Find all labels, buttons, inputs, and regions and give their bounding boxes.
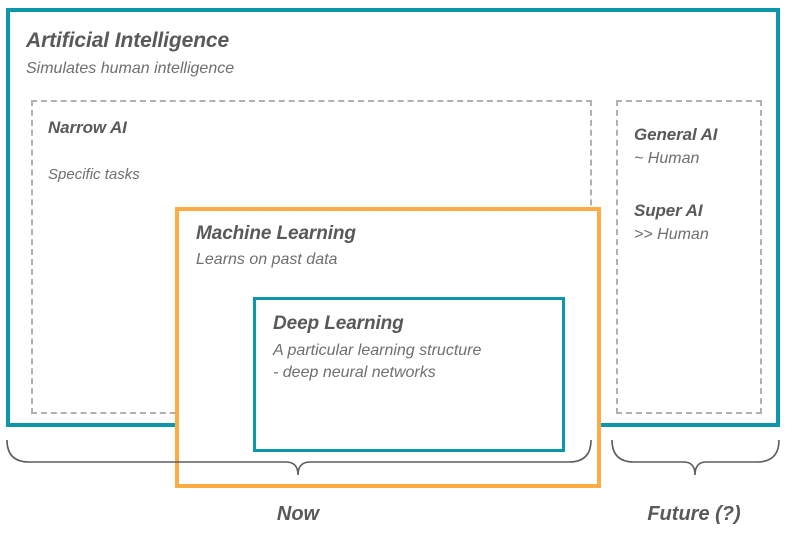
future-brace-icon xyxy=(611,439,780,476)
machine-learning-title: Machine Learning xyxy=(196,223,356,244)
machine-learning-box: Machine Learning Learns on past data Dee… xyxy=(175,207,601,488)
deep-learning-subtitle-line-2: - deep neural networks xyxy=(273,364,436,381)
future-ai-box: General AI ~ Human Super AI >> Human xyxy=(616,100,762,414)
future-label: Future (?) xyxy=(647,503,741,525)
now-brace-icon xyxy=(6,439,592,476)
timeline-braces xyxy=(6,439,780,476)
general-ai-title: General AI xyxy=(634,125,718,144)
artificial-intelligence-box: Artificial Intelligence Simulates human … xyxy=(6,8,780,488)
super-ai-title: Super AI xyxy=(634,201,703,220)
deep-learning-box: Deep Learning A particular learning stru… xyxy=(253,297,565,452)
deep-learning-subtitle: A particular learning structure - deep n… xyxy=(273,340,553,384)
machine-learning-subtitle: Learns on past data xyxy=(196,251,338,268)
deep-learning-subtitle-line-1: A particular learning structure xyxy=(273,342,482,359)
artificial-intelligence-subtitle: Simulates human intelligence xyxy=(26,60,235,77)
narrow-ai-subtitle: Specific tasks xyxy=(48,166,140,183)
general-ai-subtitle: ~ Human xyxy=(634,150,700,167)
narrow-ai-title: Narrow AI xyxy=(48,118,127,137)
artificial-intelligence-title: Artificial Intelligence xyxy=(26,29,230,52)
narrow-ai-box: Narrow AI Specific tasks Machine Learnin… xyxy=(31,100,601,488)
super-ai-subtitle: >> Human xyxy=(634,226,709,243)
now-label: Now xyxy=(276,503,320,525)
deep-learning-title: Deep Learning xyxy=(273,313,404,334)
